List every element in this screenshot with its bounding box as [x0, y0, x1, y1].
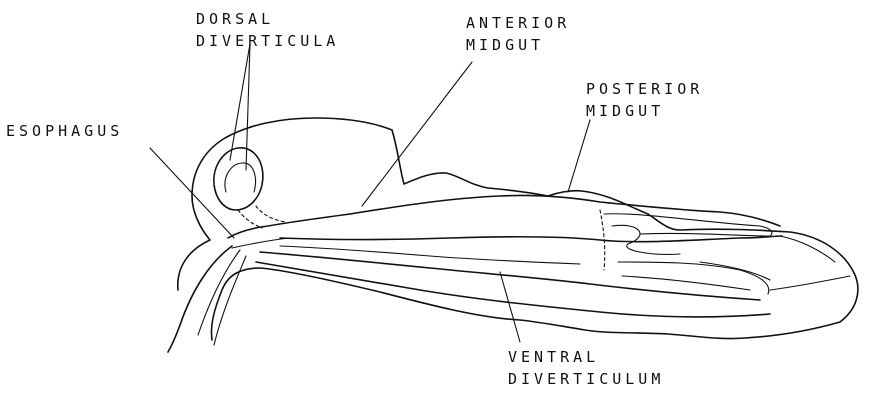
- midgut-upper: [350, 195, 780, 226]
- outer-body-outline: [178, 118, 858, 340]
- label-anterior-line1: ANTERIOR: [466, 12, 570, 34]
- tubule-1: [604, 214, 772, 236]
- proboscis-line-2: [198, 250, 240, 335]
- ventral-tube-3: [280, 246, 580, 264]
- label-esophagus: ESOPHAGUS: [6, 120, 123, 142]
- pointer-esophagus: [150, 148, 234, 238]
- label-dorsal-diverticula: DORSAL DIVERTICULA: [196, 8, 339, 52]
- dorsal-diverticula-sac-inner: [225, 163, 256, 192]
- label-posterior-line2: MIDGUT: [586, 100, 703, 122]
- midgut-lower: [280, 236, 782, 242]
- label-posterior-line1: POSTERIOR: [586, 78, 703, 100]
- proboscis-line-1: [168, 246, 232, 352]
- tubule-7: [780, 236, 835, 262]
- label-anterior-line2: MIDGUT: [466, 34, 570, 56]
- label-dorsal-line2: DIVERTICULA: [196, 30, 339, 52]
- tubule-2: [612, 225, 680, 254]
- label-ventral-diverticulum: VENTRAL DIVERTICULUM: [508, 346, 664, 390]
- esophagus-tube: [228, 214, 350, 238]
- label-dorsal-line1: DORSAL: [196, 8, 339, 30]
- label-anterior-midgut: ANTERIOR MIDGUT: [466, 12, 570, 56]
- pointer-ventral: [500, 272, 520, 342]
- pointer-anterior: [362, 62, 472, 206]
- ventral-tube-2: [256, 262, 770, 317]
- label-ventral-line2: DIVERTICULUM: [508, 368, 664, 390]
- label-ventral-line1: VENTRAL: [508, 346, 664, 368]
- tubule-4: [700, 262, 770, 280]
- tubule-5: [622, 276, 750, 290]
- dorsal-neck: [238, 210, 262, 228]
- label-esophagus-text: ESOPHAGUS: [6, 120, 123, 142]
- dorsal-neck-2: [256, 206, 286, 222]
- label-posterior-midgut: POSTERIOR MIDGUT: [586, 78, 703, 122]
- pointer-posterior: [568, 120, 590, 192]
- tubule-8: [770, 276, 850, 290]
